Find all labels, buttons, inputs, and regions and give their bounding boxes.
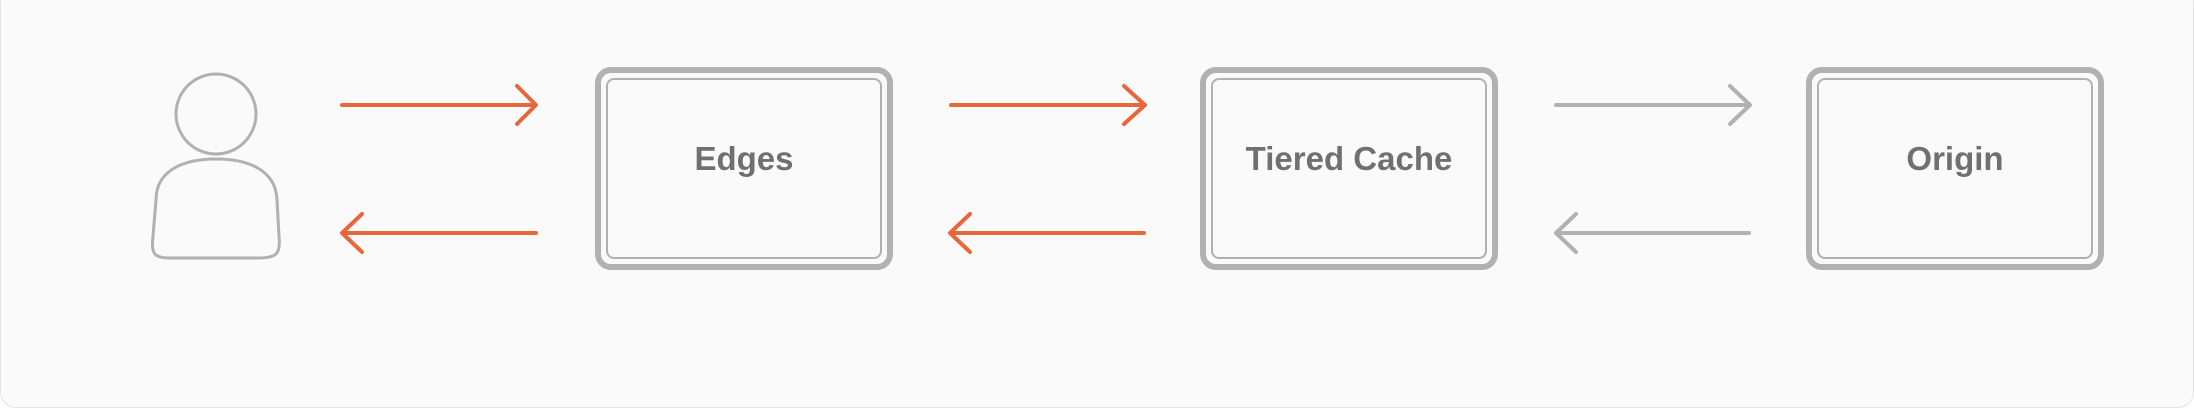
arrow-origin-to-tiered-cache — [1554, 212, 1751, 254]
node-origin: Origin — [1806, 67, 2104, 270]
user-icon — [151, 72, 281, 260]
arrow-user-to-edges — [340, 84, 538, 126]
node-edges: Edges — [595, 67, 893, 270]
arrow-edges-to-tiered-cache — [949, 84, 1147, 126]
node-tiered-cache-label: Tiered Cache — [1246, 140, 1453, 177]
node-origin-label: Origin — [1906, 140, 2003, 177]
node-edges-label: Edges — [694, 140, 793, 177]
arrow-tiered-cache-to-edges — [948, 212, 1146, 254]
arrow-edges-to-user — [340, 212, 538, 254]
node-tiered-cache: Tiered Cache — [1200, 67, 1498, 270]
arrow-tiered-cache-to-origin — [1554, 84, 1752, 126]
